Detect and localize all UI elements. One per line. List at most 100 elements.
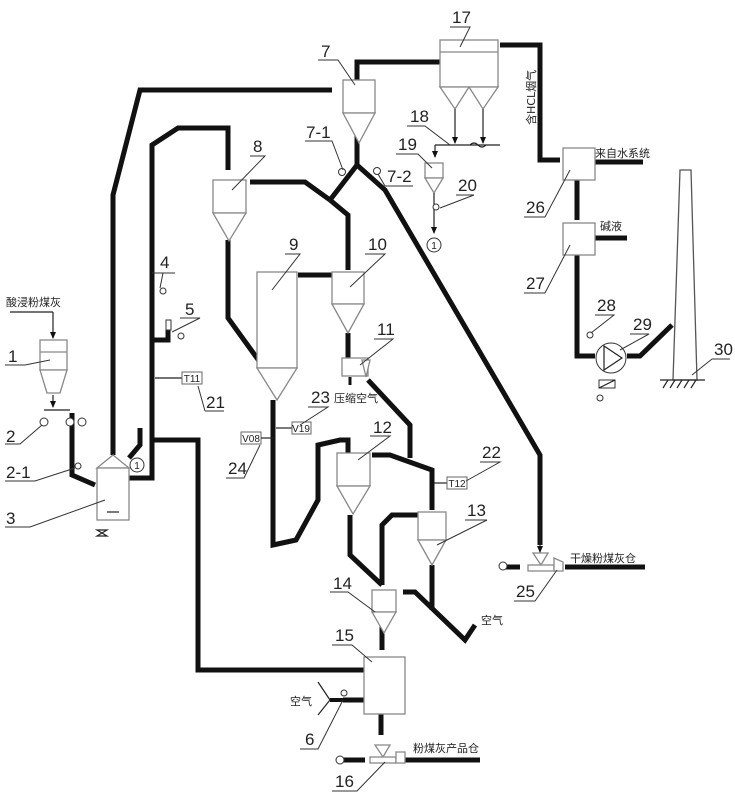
pipe-3-to-7: [110, 87, 332, 455]
pipe-14-to-13: [379, 512, 418, 585]
label-7-1: 7-1: [306, 123, 331, 142]
pipe-12-to-13: [372, 452, 435, 510]
pipe-7-to-17: [354, 59, 440, 80]
label-2: 2: [6, 427, 15, 446]
tag-v19: V19: [276, 421, 312, 435]
pipe-9-loop: [270, 400, 351, 549]
equipment-30-stack: [660, 169, 705, 389]
label-22: 22: [482, 443, 501, 462]
pipe-to-10: [328, 198, 351, 270]
label-24: 24: [228, 459, 247, 478]
label-16: 16: [335, 772, 354, 791]
equipment-16-screw: [335, 744, 406, 765]
tag-t11: T11: [155, 371, 203, 385]
equipment-25-screw: [498, 520, 564, 572]
valve-2-1-icon: [74, 462, 82, 470]
pipelines: [69, 42, 674, 763]
label-11: 11: [377, 320, 395, 339]
pipe-27-to-29: [574, 255, 595, 359]
connector-1-at-3: 1: [129, 457, 145, 473]
label-acid-fly-ash: 酸浸粉煤灰: [6, 295, 61, 309]
equipment-18-screw: [432, 142, 500, 158]
label-17: 17: [452, 8, 471, 27]
valve-6-icon: [340, 689, 348, 697]
tag-v08-label: V08: [242, 434, 260, 445]
pipe-air-13: [403, 589, 478, 644]
equipment-2-feeder: [39, 409, 87, 427]
label-7-2: 7-2: [387, 167, 412, 186]
pipe-12-to-14: [347, 515, 384, 587]
label-15: 15: [335, 626, 354, 645]
label-air-13: 空气: [481, 613, 503, 627]
label-27: 27: [526, 274, 545, 293]
label-28: 28: [597, 296, 616, 315]
label-water-from-system: 来自水系统: [595, 147, 650, 160]
label-30: 30: [714, 340, 733, 359]
label-10: 10: [368, 235, 387, 254]
label-9: 9: [289, 235, 298, 254]
equipment-7-cyclone: [341, 79, 377, 145]
tag-v19-label: V19: [292, 424, 310, 435]
valve-20-icon: [432, 203, 440, 211]
equipment-12-cyclone: [335, 452, 372, 516]
label-6: 6: [305, 730, 314, 749]
equipment-26-scrubber: [562, 147, 596, 181]
label-hcl-gas: 含HCL烟气: [524, 70, 538, 125]
connector-label: 1: [431, 241, 437, 252]
label-1: 1: [8, 347, 17, 366]
label-5: 5: [185, 300, 194, 319]
equipment-1-hopper: [10, 311, 68, 408]
equipment-11-loop-seal: [341, 357, 371, 385]
motor-25-icon: [498, 561, 508, 571]
label-18: 18: [410, 107, 429, 126]
pipe-2-to-3: [69, 413, 96, 488]
label-12: 12: [373, 418, 392, 437]
pipe-branch-5: [152, 330, 171, 343]
air-inlet-15-icon: [317, 681, 331, 716]
label-25: 25: [516, 582, 535, 601]
connector-1-at-19: 1: [426, 237, 442, 253]
pipe-29-to-30: [627, 323, 674, 359]
label-2-1: 2-1: [6, 463, 31, 482]
label-8: 8: [253, 137, 262, 156]
label-21: 21: [206, 393, 225, 412]
label-26: 26: [526, 198, 545, 217]
equipment-17-bag-filter: [438, 39, 500, 144]
valve-5-icon: [165, 319, 185, 340]
pipe-11-out: [366, 378, 413, 458]
equipment-19-cyclone: [423, 162, 445, 234]
tag-t12: T12: [434, 476, 468, 490]
equipment-13-cyclone: [416, 511, 448, 567]
label-29: 29: [633, 315, 652, 334]
equipment-3-reactor: [94, 454, 131, 537]
label-13: 13: [467, 501, 486, 520]
label-air-15: 空气: [290, 694, 312, 708]
pipe-3-return: [127, 428, 143, 460]
pipe-3-to-8: [128, 125, 231, 481]
motor-16-icon: [335, 755, 345, 765]
label-23: 23: [311, 388, 330, 407]
label-19: 19: [398, 135, 417, 154]
tag-t12-label: T12: [448, 479, 466, 490]
tag-v08: V08: [240, 431, 273, 445]
valve-4-icon: [159, 287, 167, 295]
connector-label: 1: [134, 461, 140, 472]
label-alkali: 碱液: [600, 219, 622, 233]
tag-t11-label: T11: [184, 374, 201, 385]
label-20: 20: [458, 176, 477, 195]
label-14: 14: [333, 574, 352, 593]
equipment-15-cooler: [363, 656, 406, 715]
label-product-bin: 粉煤灰产品仓: [413, 741, 479, 755]
label-7: 7: [321, 42, 330, 61]
label-dry-fly-ash-bin: 干燥粉煤灰仓: [570, 551, 636, 565]
valve-28-icon: [586, 331, 594, 339]
label-compressed-air: 压缩空气: [334, 391, 378, 405]
pipe-8-to-9: [225, 240, 265, 367]
equipment-14-cyclone: [370, 589, 398, 635]
number-labels: 1 2 2-1 3 4 5 6 7 7-1 7-2 8 9 10 11 12 1…: [5, 8, 733, 792]
equipment-27-absorber: [562, 222, 596, 256]
equipment-9-reactor: [255, 271, 299, 402]
equipment-8-cyclone: [211, 179, 248, 243]
equipment-29-fan: [595, 342, 627, 402]
